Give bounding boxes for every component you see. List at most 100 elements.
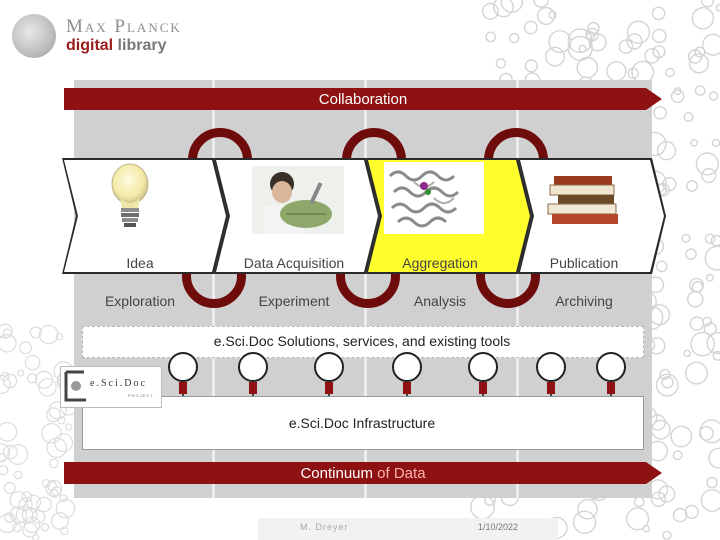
plug-socket-icon (392, 352, 422, 382)
infrastructure-box (82, 396, 644, 450)
bubble (0, 323, 13, 339)
bubble (706, 476, 718, 489)
plug-stem (607, 382, 615, 394)
bubble (9, 491, 28, 509)
bubble (670, 425, 693, 448)
bubble (38, 378, 57, 397)
bubble (688, 53, 709, 74)
stage-label-line: Idea (126, 255, 154, 271)
bubble (706, 331, 720, 355)
bubble (40, 523, 50, 532)
continuum-label: Continuum of Data (300, 465, 425, 482)
infrastructure-label: e.Sci.Doc Infrastructure (288, 415, 436, 431)
bubble (29, 326, 42, 339)
bubble (702, 316, 713, 327)
footer-date: 1/10/2022 (478, 522, 519, 532)
bubble (626, 20, 651, 44)
plug-socket-icon (536, 352, 566, 382)
stage-label-idea: Idea Exploration (82, 235, 198, 330)
bubble (55, 498, 76, 519)
logo-title: Max Planck (66, 16, 182, 37)
bubble (701, 167, 717, 184)
bubble (690, 331, 715, 357)
bubble (687, 290, 704, 308)
books-stack-icon (547, 176, 618, 224)
bubble (9, 506, 27, 524)
bubble (648, 304, 671, 326)
bubble (31, 509, 46, 524)
bubble (652, 45, 666, 59)
bubble (545, 46, 565, 67)
continuum-label-a: Continuum (300, 464, 378, 482)
escidoc-logo-subtext: PROJECT (128, 393, 154, 398)
bubble (626, 33, 643, 50)
bubble (495, 58, 507, 69)
bubble (481, 2, 499, 20)
bubble (712, 350, 720, 361)
bubble (685, 248, 697, 260)
max-planck-seal-icon (12, 14, 56, 58)
bubble (18, 497, 33, 512)
bubble (49, 488, 59, 498)
bubble (64, 423, 73, 431)
bubble (0, 421, 18, 442)
bubble (704, 233, 716, 245)
bubble (705, 273, 714, 282)
stage-label-line: Analysis (413, 293, 467, 309)
bubble (524, 20, 538, 35)
stage-label-line: Archiving (555, 293, 613, 309)
bubble (21, 491, 33, 503)
bubble (493, 0, 514, 18)
bubble (695, 152, 719, 176)
bubble (683, 111, 694, 122)
bubble (12, 522, 22, 533)
logo-subtitle-rest: library (113, 37, 167, 54)
plug-socket-icon (238, 352, 268, 382)
bubble (17, 369, 25, 377)
plug-socket-icon (314, 352, 344, 382)
bubble (25, 494, 42, 510)
footer-author: M. Dreyer (300, 522, 349, 532)
bubble (685, 361, 709, 385)
scientist-photo-icon (252, 166, 344, 234)
bubble (662, 530, 672, 540)
bubble (588, 33, 607, 52)
logo-subtitle: digital library (66, 37, 166, 55)
bubble (690, 138, 698, 147)
bubble (652, 28, 667, 44)
bubble (683, 349, 692, 358)
bubble (524, 59, 538, 73)
bubble (470, 494, 495, 520)
bubble (13, 470, 23, 480)
bubble (46, 407, 61, 423)
bubble (46, 480, 58, 492)
bubble (2, 444, 18, 460)
bubble (2, 328, 13, 339)
footer-bar (258, 518, 558, 540)
bubble (3, 481, 16, 494)
bubble (41, 479, 51, 488)
plug-socket-icon (468, 352, 498, 382)
collaboration-arrow: Collaboration (64, 88, 662, 110)
bubble (2, 373, 18, 389)
bubble (55, 332, 64, 341)
stage-label-publication: Publication Archiving (526, 235, 642, 330)
stage-label-aggregation: Aggregation Analysis (382, 235, 498, 330)
bubble (0, 465, 9, 476)
bubble (49, 458, 59, 469)
bubble (32, 533, 40, 540)
collaboration-label: Collaboration (318, 90, 408, 108)
bubble (708, 91, 719, 101)
stage-label-line: Experiment (258, 293, 330, 309)
plug-stem (179, 382, 187, 394)
plug-socket-icon (596, 352, 626, 382)
bubble (509, 32, 520, 44)
bubble (650, 491, 667, 507)
bubble (708, 447, 720, 469)
bubble (656, 140, 677, 161)
logo-subtitle-accent: digital (66, 37, 114, 54)
bubble (0, 334, 17, 353)
bubble (0, 443, 11, 462)
bubble (533, 0, 549, 8)
bubble (691, 280, 704, 293)
